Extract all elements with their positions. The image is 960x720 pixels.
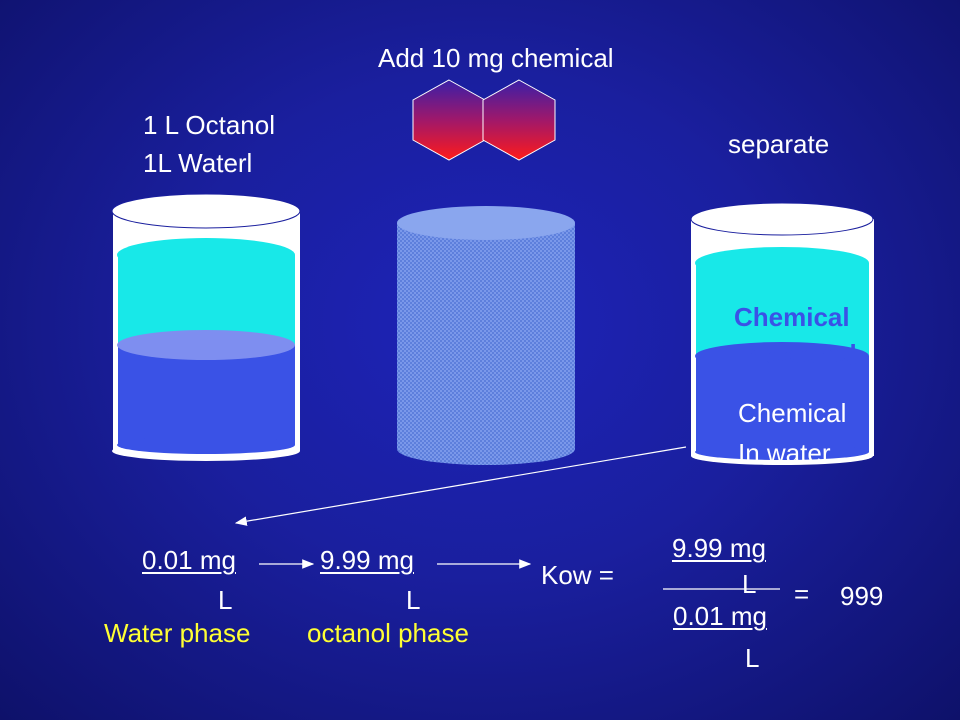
- kow-label: Kow =: [541, 560, 614, 590]
- kow-numerator-top: 9.99 mg: [672, 533, 766, 563]
- right-beaker: [690, 202, 874, 465]
- left-beaker: [111, 193, 301, 461]
- chemical-in-octanol-line2: In octanol: [734, 339, 857, 369]
- left-beaker-water-layer: [118, 345, 295, 445]
- octanol-phase-label: octanol phase: [307, 618, 469, 648]
- kow-numerator-bottom: L: [742, 569, 757, 599]
- water-phase-label: Water phase: [104, 618, 251, 648]
- octanol-phase-denominator: L: [406, 585, 421, 615]
- water-phase-numerator: 0.01 mg: [142, 545, 236, 575]
- chemical-in-water-line2: In water: [738, 438, 831, 468]
- chemical-in-octanol-line1: Chemical: [734, 302, 850, 332]
- left-beaker-label-line2: 1L Waterl: [143, 148, 253, 178]
- mixed-cylinder: [397, 206, 575, 465]
- kow-denominator-top: 0.01 mg: [673, 601, 767, 631]
- result-equals: =: [794, 579, 810, 609]
- octanol-phase-numerator: 9.99 mg: [320, 545, 414, 575]
- title-add-chemical: Add 10 mg chemical: [378, 43, 614, 73]
- chemical-molecule-icon: [412, 79, 556, 161]
- kow-result: 999: [840, 581, 884, 611]
- right-beaker-water-layer: [696, 356, 869, 452]
- separate-label: separate: [728, 129, 830, 159]
- water-sample-arrow: [234, 446, 687, 526]
- chemical-in-water-line1: Chemical: [738, 398, 847, 428]
- kow-denominator-bottom: L: [745, 643, 760, 673]
- left-beaker-label-line1: 1 L Octanol: [143, 110, 276, 140]
- water-phase-denominator: L: [218, 585, 233, 615]
